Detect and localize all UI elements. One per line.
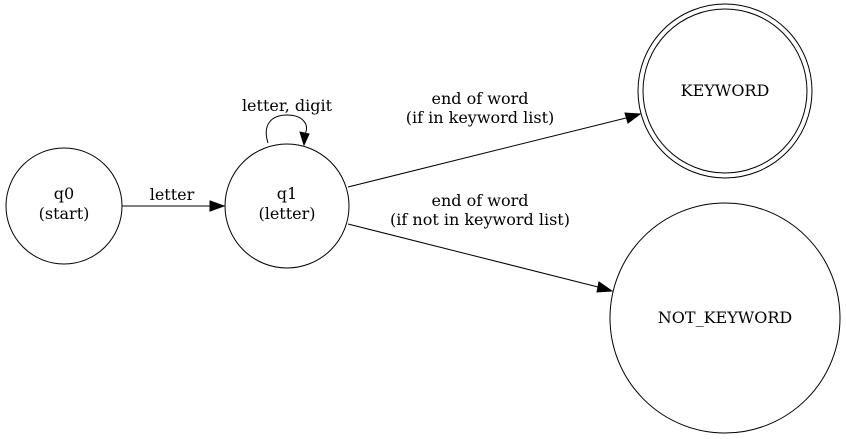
- node-not-keyword-label: NOT_KEYWORD: [658, 308, 792, 327]
- edge-q1-self-loop-label: letter, digit: [242, 96, 333, 115]
- edge-q0-to-q1: letter: [121, 185, 226, 212]
- edge-q1-self-loop-line: [265, 114, 307, 144]
- edge-q1-to-keyword: end of word (if in keyword list): [347, 89, 642, 188]
- node-keyword: KEYWORD: [637, 3, 813, 179]
- node-not-keyword-circle: [609, 202, 841, 434]
- edge-q1-to-not-keyword-line: [347, 223, 599, 288]
- edge-q1-to-keyword-line: [347, 117, 627, 188]
- edge-q1-to-not-keyword-label-line1: end of word: [432, 191, 529, 210]
- node-q0-circle: [5, 147, 123, 265]
- node-q1-circle: [224, 143, 350, 269]
- node-q0-label: q0: [54, 184, 74, 203]
- node-keyword-inner-circle: [642, 8, 808, 174]
- edge-q1-to-not-keyword-arrowhead: [596, 281, 614, 293]
- edge-q1-self-loop-arrowhead: [299, 131, 310, 147]
- edge-q1-to-keyword-arrowhead: [624, 112, 642, 124]
- edge-q1-to-not-keyword-label-line2: (if not in keyword list): [390, 210, 570, 229]
- node-q0: q0 (start): [5, 147, 123, 265]
- node-q1-sublabel: (letter): [258, 204, 315, 223]
- edge-q1-to-keyword-label-line2: (if in keyword list): [406, 108, 555, 127]
- edge-q0-to-q1-arrowhead: [209, 200, 226, 212]
- edge-q1-self-loop: letter, digit: [242, 96, 333, 147]
- node-not-keyword: NOT_KEYWORD: [609, 202, 841, 434]
- node-q1-label: q1: [277, 184, 297, 203]
- edge-q1-to-keyword-label-line1: end of word: [432, 89, 529, 108]
- node-keyword-label: KEYWORD: [681, 81, 770, 100]
- edge-q0-to-q1-label: letter: [150, 185, 195, 204]
- node-q0-sublabel: (start): [39, 204, 90, 223]
- edge-q1-to-not-keyword: end of word (if not in keyword list): [347, 191, 614, 293]
- node-q1: q1 (letter): [224, 143, 350, 269]
